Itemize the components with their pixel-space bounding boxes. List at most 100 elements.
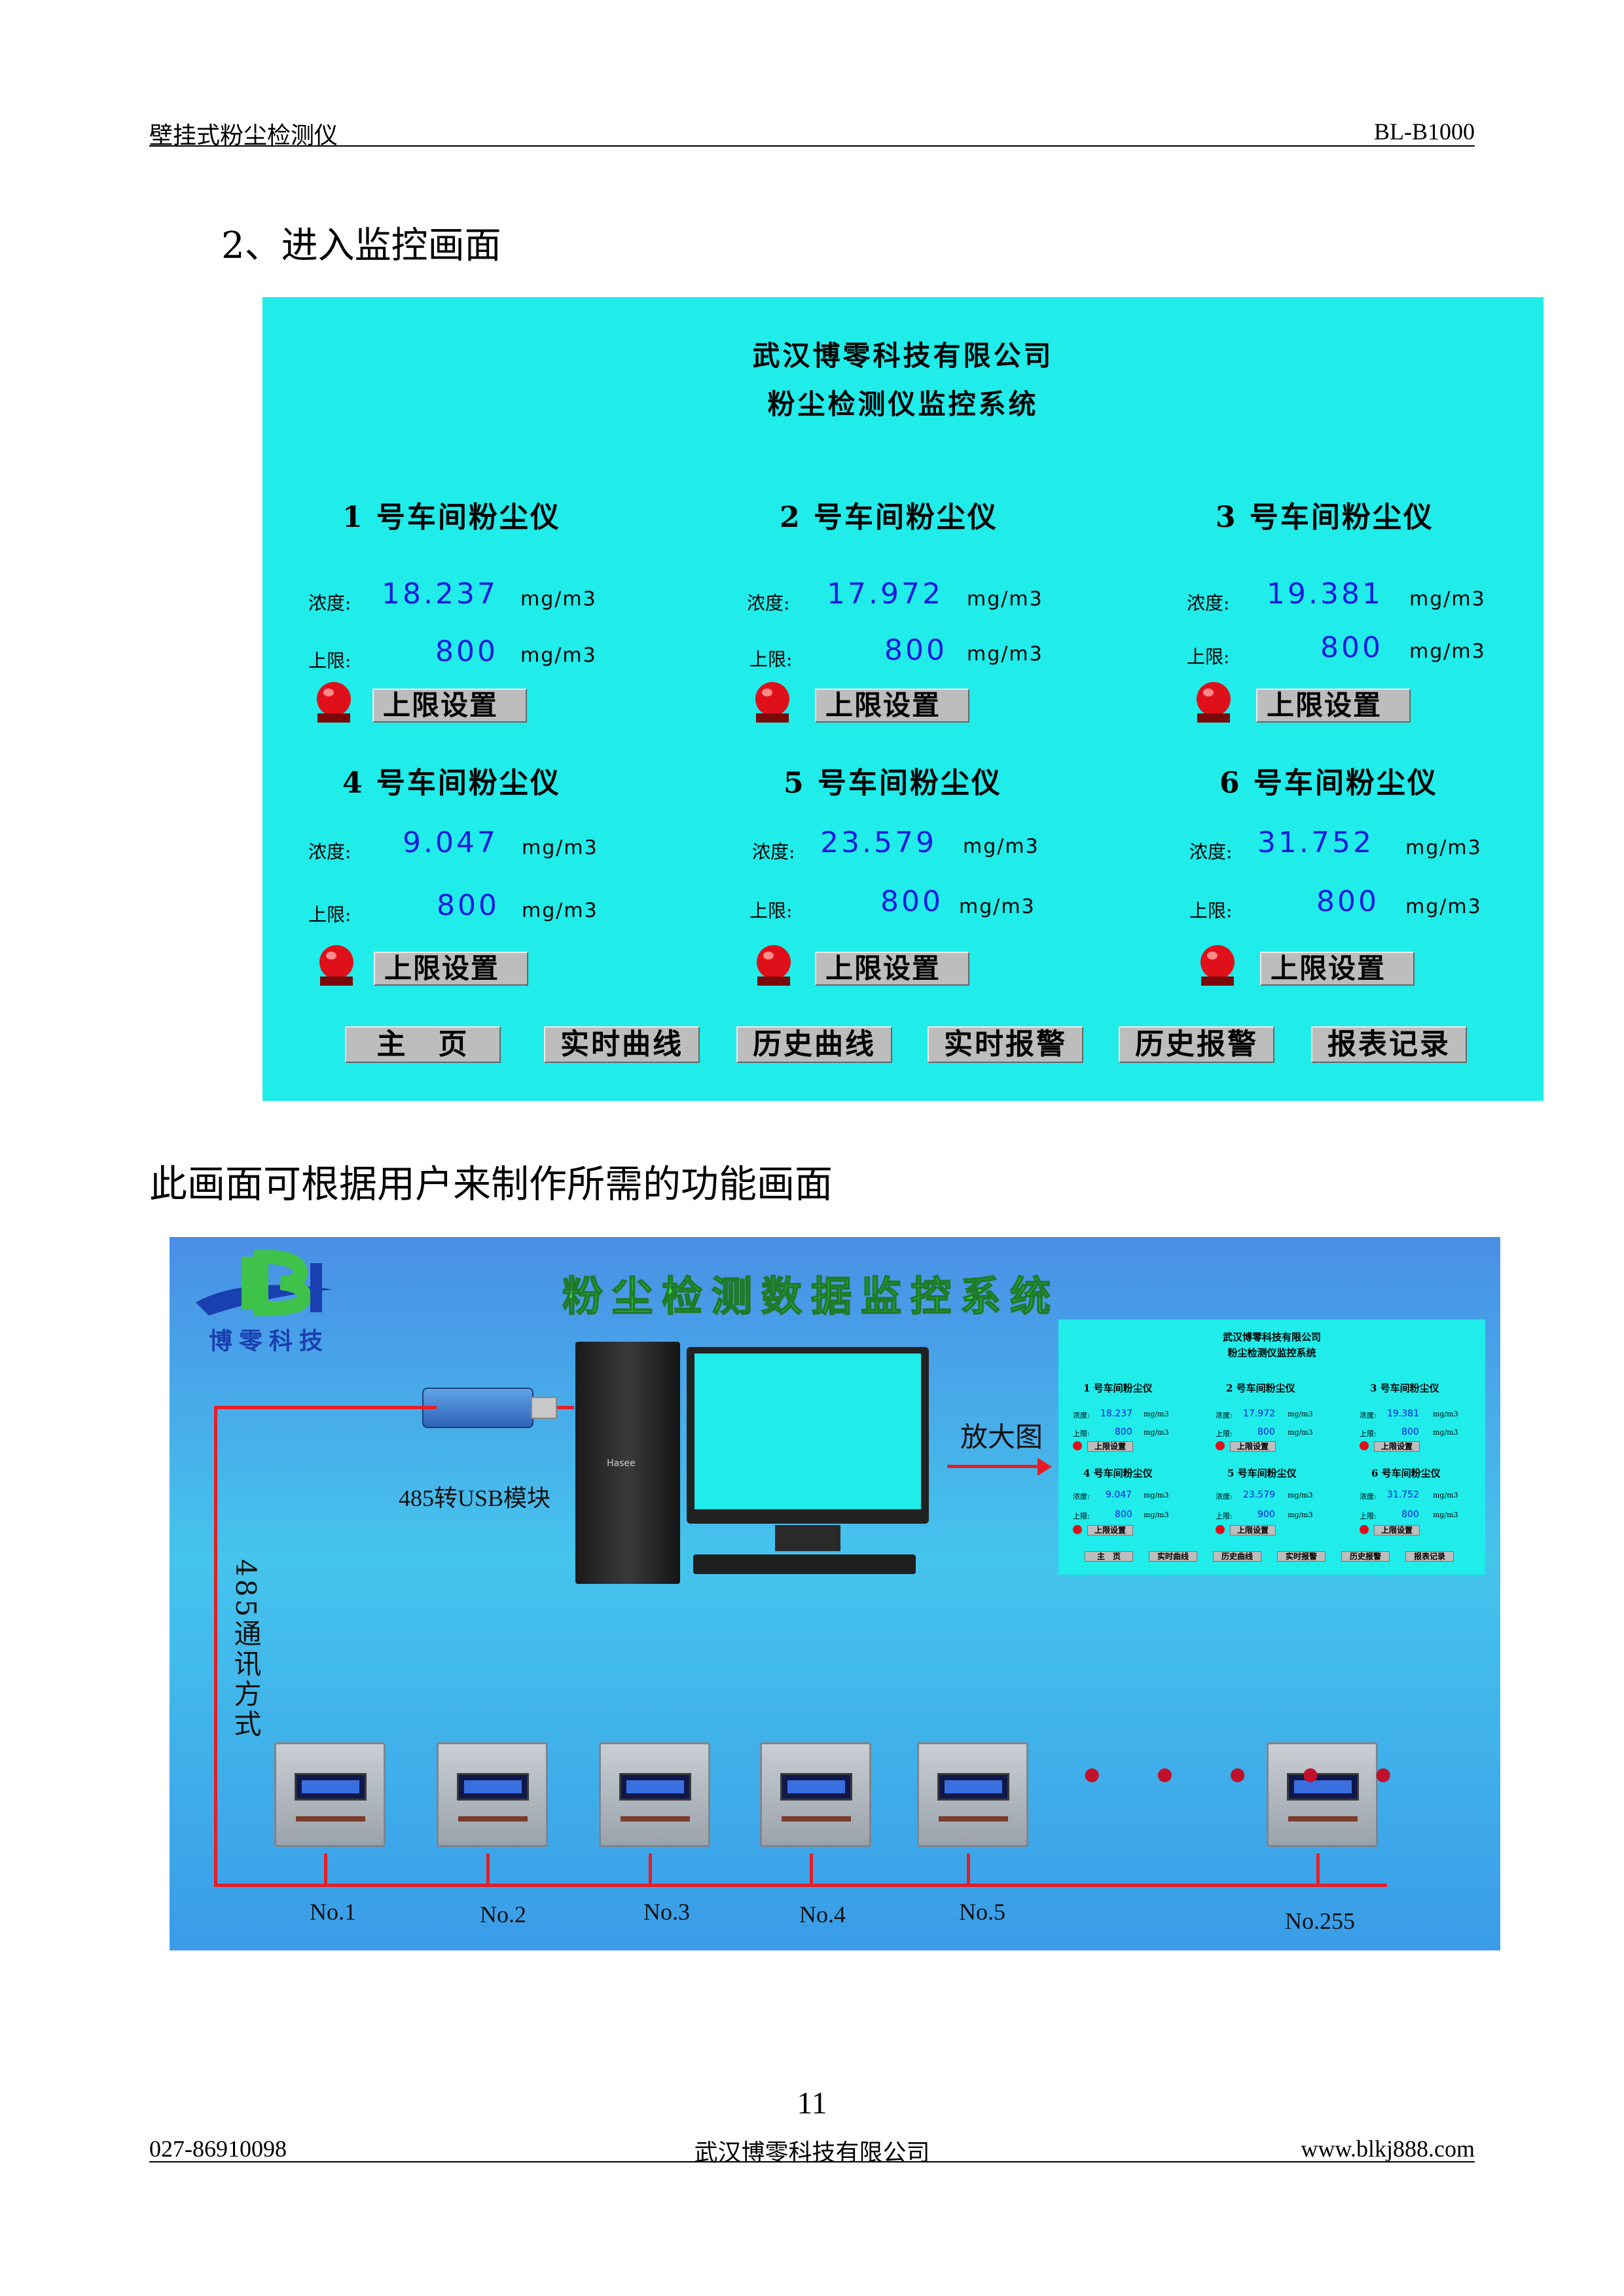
unit-2-limit-set-button[interactable]: 上限设置 <box>815 689 969 723</box>
company-logo <box>196 1250 333 1317</box>
footer-rule <box>149 2161 1475 2162</box>
mini-unit-1-button: 上限设置 <box>1087 1441 1133 1452</box>
unit-4-conc-unit: mg/m3 <box>522 836 598 859</box>
footer-url[interactable]: www.blkj888.com <box>1301 2136 1475 2162</box>
mini-nav-realtime-curve: 实时曲线 <box>1149 1551 1197 1562</box>
mini-system: 粉尘检测仪监控系统 <box>1227 1347 1316 1359</box>
mini-unit-4-title: 4 号车间粉尘仪 <box>1083 1467 1153 1479</box>
unit-1-title: 1 号车间粉尘仪 <box>342 501 561 534</box>
header-title: 壁挂式粉尘检测仪 <box>149 122 338 149</box>
nav-home-button[interactable]: 主 页 <box>345 1026 501 1063</box>
node-label: No.2 <box>480 1901 526 1928</box>
mini-unit-5-title: 5 号车间粉尘仪 <box>1227 1467 1297 1479</box>
monitor-icon <box>687 1347 929 1524</box>
mini-unit-1-title: 1 号车间粉尘仪 <box>1083 1382 1153 1394</box>
mini-unit-6-conc: 31.752 <box>1387 1490 1419 1500</box>
unit-3-limit-label: 上限: <box>1187 646 1230 668</box>
mini-unit-4-button: 上限设置 <box>1087 1525 1133 1535</box>
unit-1-conc-unit: mg/m3 <box>520 588 597 611</box>
unit-6-limit-unit: mg/m3 <box>1405 895 1482 918</box>
unit-3-conc-label: 浓度: <box>1187 592 1230 614</box>
node-label: No.1 <box>310 1899 356 1925</box>
mini-unit-1-unit-2: mg/m3 <box>1144 1428 1169 1437</box>
ellipsis: • • • • • <box>1079 1754 1413 1800</box>
unit-3-limit-unit: mg/m3 <box>1409 640 1486 663</box>
mini-unit-5-conc-label: 浓度: <box>1216 1492 1233 1501</box>
mini-lamp-icon <box>1073 1525 1082 1534</box>
unit-4-title: 4 号车间粉尘仪 <box>342 766 561 800</box>
unit-4-conc-label: 浓度: <box>308 841 352 863</box>
mini-unit-6-unit: mg/m3 <box>1433 1491 1458 1499</box>
node-label: No.4 <box>799 1901 846 1928</box>
unit-4-conc-value: 9.047 <box>403 826 498 859</box>
mini-unit-2-button: 上限设置 <box>1230 1441 1276 1452</box>
nav-realtime-curve-button[interactable]: 实时曲线 <box>544 1026 700 1063</box>
mini-unit-2-limit-label: 上限: <box>1216 1429 1233 1438</box>
dust-detector-device-icon <box>917 1742 1028 1847</box>
mini-nav-realtime-alarm: 实时报警 <box>1277 1551 1326 1562</box>
unit-1-conc-value: 18.237 <box>382 577 498 611</box>
dust-detector-device-icon <box>274 1742 386 1847</box>
mini-unit-6-conc-label: 浓度: <box>1360 1492 1377 1501</box>
unit-1-limit-set-button[interactable]: 上限设置 <box>372 689 527 723</box>
monitor-stand <box>775 1525 840 1551</box>
usb-converter-icon <box>422 1388 533 1428</box>
mini-unit-4-conc: 9.047 <box>1106 1490 1132 1500</box>
nav-realtime-alarm-button[interactable]: 实时报警 <box>928 1026 1083 1063</box>
nav-history-alarm-button[interactable]: 历史报警 <box>1119 1026 1274 1063</box>
mini-unit-3-conc: 19.381 <box>1387 1408 1419 1419</box>
computer-tower-icon: Hasee <box>575 1342 680 1584</box>
unit-4-limit-value: 800 <box>437 889 499 922</box>
mini-lamp-icon <box>1216 1525 1225 1534</box>
unit-6-limit-label: 上限: <box>1189 900 1233 922</box>
unit-1-limit-unit: mg/m3 <box>520 644 597 667</box>
section-heading: 2、进入监控画面 <box>221 224 501 267</box>
mini-unit-6-button: 上限设置 <box>1374 1525 1420 1535</box>
nav-report-button[interactable]: 报表记录 <box>1311 1026 1467 1063</box>
page-number: 11 <box>797 2086 827 2121</box>
usb-plug-icon <box>531 1397 557 1419</box>
mini-unit-3-limit: 800 <box>1401 1427 1419 1437</box>
alarm-lamp-icon <box>1200 945 1235 986</box>
unit-6-limit-set-button[interactable]: 上限设置 <box>1260 952 1415 986</box>
unit-3-limit-set-button[interactable]: 上限设置 <box>1256 689 1411 723</box>
nav-history-curve-button[interactable]: 历史曲线 <box>736 1026 892 1063</box>
unit-5-limit-set-button[interactable]: 上限设置 <box>815 952 969 986</box>
unit-4-limit-label: 上限: <box>308 904 352 925</box>
bus-line-top <box>214 1406 437 1409</box>
zoom-arrow-head <box>1038 1458 1052 1476</box>
caption: 此画面可根据用户来制作所需的功能画面 <box>149 1162 833 1206</box>
mini-unit-2-unit-2: mg/m3 <box>1288 1428 1313 1437</box>
mini-unit-1-conc-label: 浓度: <box>1073 1411 1090 1420</box>
panel-system: 粉尘检测仪监控系统 <box>767 388 1039 420</box>
unit-3-conc-value: 19.381 <box>1267 577 1383 611</box>
alarm-lamp-icon <box>1197 682 1231 723</box>
mini-unit-3-unit-2: mg/m3 <box>1433 1428 1458 1437</box>
unit-3-title: 3 号车间粉尘仪 <box>1216 501 1434 534</box>
mini-unit-5-limit-label: 上限: <box>1216 1512 1233 1520</box>
unit-5-limit-unit: mg/m3 <box>959 895 1036 918</box>
mini-unit-3-limit-label: 上限: <box>1360 1429 1377 1438</box>
unit-6-limit-value: 800 <box>1316 885 1379 918</box>
unit-2-limit-label: 上限: <box>749 649 793 670</box>
mini-unit-2-limit: 800 <box>1257 1427 1275 1437</box>
unit-2-limit-unit: mg/m3 <box>967 643 1043 666</box>
zoom-arrow <box>947 1465 1039 1468</box>
system-diagram: 博零科技 粉尘检测数据监控系统 485转USB模块 Hasee 放大图 武汉博零… <box>170 1237 1500 1950</box>
mini-unit-5-unit: mg/m3 <box>1288 1491 1313 1499</box>
unit-4-limit-set-button[interactable]: 上限设置 <box>374 952 528 986</box>
mini-unit-3-title: 3 号车间粉尘仪 <box>1370 1382 1439 1394</box>
unit-3-conc-unit: mg/m3 <box>1409 588 1486 611</box>
mini-unit-6-unit-2: mg/m3 <box>1433 1511 1458 1519</box>
unit-1-limit-value: 800 <box>435 635 498 668</box>
mini-unit-6-title: 6 号车间粉尘仪 <box>1371 1467 1441 1479</box>
mini-unit-5-limit: 900 <box>1257 1509 1275 1520</box>
mini-nav-history-alarm: 历史报警 <box>1341 1551 1390 1562</box>
mini-lamp-icon <box>1360 1441 1369 1450</box>
unit-5-title: 5 号车间粉尘仪 <box>784 766 1002 800</box>
mini-unit-6-limit: 800 <box>1401 1509 1419 1520</box>
alarm-lamp-icon <box>757 945 791 986</box>
mini-unit-3-conc-label: 浓度: <box>1360 1411 1377 1420</box>
unit-2-conc-unit: mg/m3 <box>967 588 1043 611</box>
node-label: No.5 <box>959 1899 1005 1925</box>
